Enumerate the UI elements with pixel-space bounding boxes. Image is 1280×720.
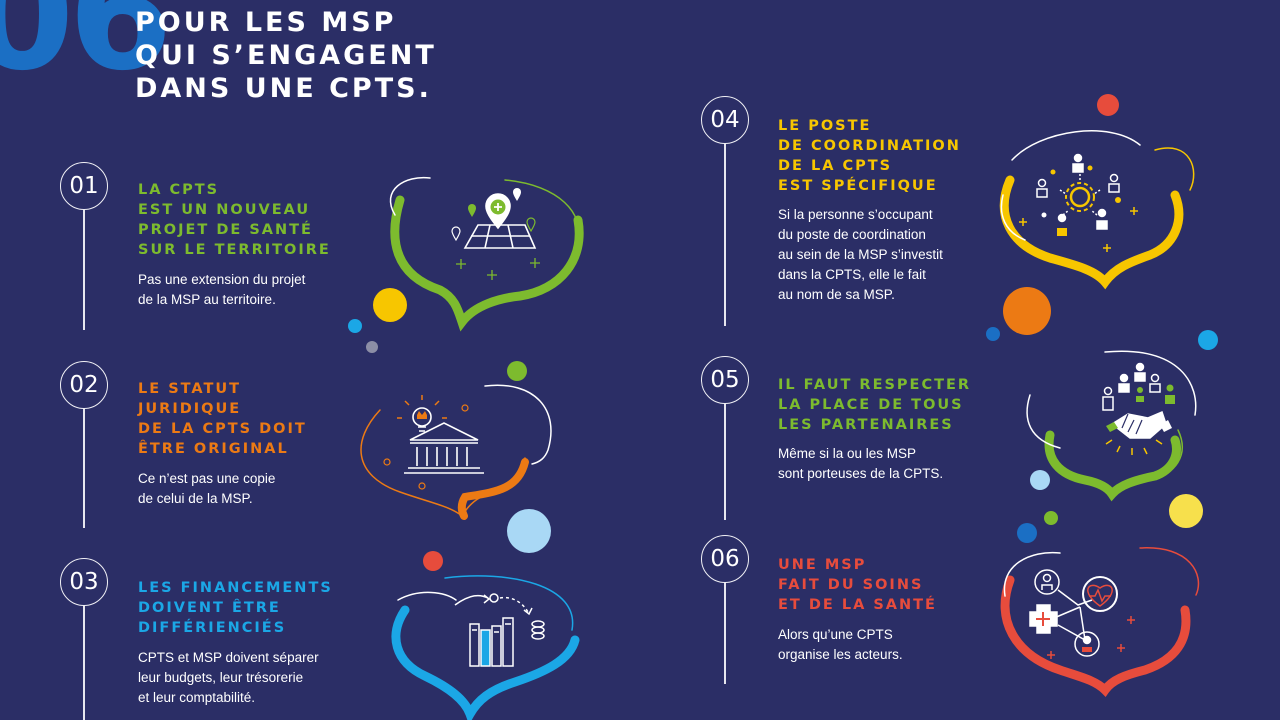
- body-line: Même si la ou les MSP: [778, 446, 917, 461]
- decor-dot: [423, 551, 443, 571]
- item-05-heading: IL FAUT RESPECTER LA PLACE DE TOUS LES P…: [778, 375, 971, 435]
- title-line: QUI S’ENGAGENT: [135, 40, 437, 71]
- heading-line: DE LA CPTS: [778, 158, 893, 174]
- speech-bubble-item-03: [391, 575, 580, 720]
- heading-line: IL FAUT RESPECTER: [778, 377, 972, 393]
- body-line: au nom de sa MSP.: [778, 287, 895, 302]
- partners-handshake-icon: [1102, 362, 1175, 455]
- decor-dot: [366, 341, 378, 353]
- step-number-01: 01: [60, 162, 108, 210]
- item-03-heading: LES FINANCEMENTS DOIVENT ÊTRE DIFFÉRIENC…: [138, 578, 333, 638]
- territory-map-icon: [451, 188, 540, 280]
- heading-line: PROJET DE SANTÉ: [138, 222, 313, 238]
- item-06-body: Alors qu’une CPTS organise les acteurs.: [778, 625, 903, 665]
- body-line: du poste de coordination: [778, 227, 926, 242]
- speech-bubble-item-04: [999, 130, 1195, 290]
- timeline-line: [83, 200, 85, 330]
- coordination-network-icon: [1019, 153, 1138, 252]
- heading-line: LES FINANCEMENTS: [138, 580, 333, 596]
- heading-line: DIFFÉRIENCIÉS: [138, 620, 287, 636]
- body-line: Pas une extension du projet: [138, 272, 306, 287]
- speech-bubble-item-05: [1026, 350, 1197, 502]
- heading-line: UNE MSP: [778, 557, 867, 573]
- decor-dot: [1169, 494, 1203, 528]
- decor-dot: [986, 327, 1000, 341]
- decor-dot: [1003, 287, 1051, 335]
- item-05-body: Même si la ou les MSP sont porteuses de …: [778, 444, 943, 484]
- item-03-body: CPTS et MSP doivent séparer leur budgets…: [138, 648, 319, 708]
- heading-line: LE STATUT: [138, 381, 242, 397]
- body-line: de la MSP au territoire.: [138, 292, 276, 307]
- timeline-line: [83, 598, 85, 720]
- heading-line: EST SPÉCIFIQUE: [778, 178, 938, 194]
- step-number-04: 04: [701, 96, 749, 144]
- body-line: sont porteuses de la CPTS.: [778, 466, 944, 481]
- body-line: au sein de la MSP s’investit: [778, 247, 943, 262]
- heading-line: LES PARTENAIRES: [778, 417, 954, 433]
- heading-line: SUR LE TERRITOIRE: [138, 242, 331, 258]
- heading-line: EST UN NOUVEAU: [138, 202, 311, 218]
- body-line: de celui de la MSP.: [138, 491, 253, 506]
- heading-line: DE COORDINATION: [778, 138, 961, 154]
- heading-line: LA PLACE DE TOUS: [778, 397, 964, 413]
- title-line: POUR LES MSP: [135, 7, 397, 38]
- step-number-03: 03: [60, 558, 108, 606]
- item-01-heading: LA CPTS EST UN NOUVEAU PROJET DE SANTÉ S…: [138, 180, 331, 260]
- legal-building-icon: [397, 395, 484, 474]
- body-line: leur budgets, leur trésorerie: [138, 670, 304, 685]
- decor-dot: [1097, 94, 1119, 116]
- heading-line: LE POSTE: [778, 118, 872, 134]
- item-02-body: Ce n’est pas une copie de celui de la MS…: [138, 469, 275, 509]
- heading-line: DOIVENT ÊTRE: [138, 600, 281, 616]
- decor-dot: [507, 361, 527, 381]
- item-04-heading: LE POSTE DE COORDINATION DE LA CPTS EST …: [778, 116, 961, 196]
- finance-books-icon: [454, 593, 545, 667]
- body-line: et leur comptabilité.: [138, 690, 256, 705]
- heading-line: ÊTRE ORIGINAL: [138, 441, 289, 457]
- timeline-line: [724, 574, 726, 684]
- decor-dot: [1030, 470, 1050, 490]
- body-line: Ce n’est pas une copie: [138, 471, 276, 486]
- decor-dot: [1198, 330, 1218, 350]
- speech-bubble-item-06: [1000, 547, 1200, 697]
- health-care-network-icon: [1029, 569, 1135, 659]
- decor-dot: [1017, 523, 1037, 543]
- speech-bubble-item-02: [360, 384, 552, 520]
- decor-dot: [348, 319, 362, 333]
- step-number-02: 02: [60, 361, 108, 409]
- item-02-heading: LE STATUT JURIDIQUE DE LA CPTS DOIT ÊTRE…: [138, 379, 307, 459]
- body-line: Si la personne s’occupant: [778, 207, 933, 222]
- body-line: Alors qu’une CPTS: [778, 627, 893, 642]
- body-line: CPTS et MSP doivent séparer: [138, 650, 319, 665]
- heading-line: LA CPTS: [138, 182, 220, 198]
- title-line: DANS UNE CPTS.: [135, 73, 432, 104]
- decor-dot: [373, 288, 407, 322]
- heading-line: ET DE LA SANTÉ: [778, 597, 937, 613]
- page-title: POUR LES MSP QUI S’ENGAGENT DANS UNE CPT…: [135, 6, 437, 105]
- item-06-heading: UNE MSP FAIT DU SOINS ET DE LA SANTÉ: [778, 555, 937, 615]
- decor-dot: [507, 509, 551, 553]
- step-number-06: 06: [701, 535, 749, 583]
- step-number-05: 05: [701, 356, 749, 404]
- body-line: organise les acteurs.: [778, 647, 903, 662]
- heading-line: DE LA CPTS DOIT: [138, 421, 307, 437]
- body-line: dans la CPTS, elle le fait: [778, 267, 926, 282]
- speech-bubble-item-01: [389, 176, 584, 332]
- heading-line: FAIT DU SOINS: [778, 577, 924, 593]
- item-01-body: Pas une extension du projet de la MSP au…: [138, 270, 305, 310]
- page-number-big: 06: [0, 0, 173, 104]
- heading-line: JURIDIQUE: [138, 401, 242, 417]
- timeline-line: [724, 136, 726, 326]
- timeline-line: [724, 398, 726, 520]
- item-04-body: Si la personne s’occupant du poste de co…: [778, 205, 943, 305]
- decor-dot: [1044, 511, 1058, 525]
- timeline-line: [83, 400, 85, 528]
